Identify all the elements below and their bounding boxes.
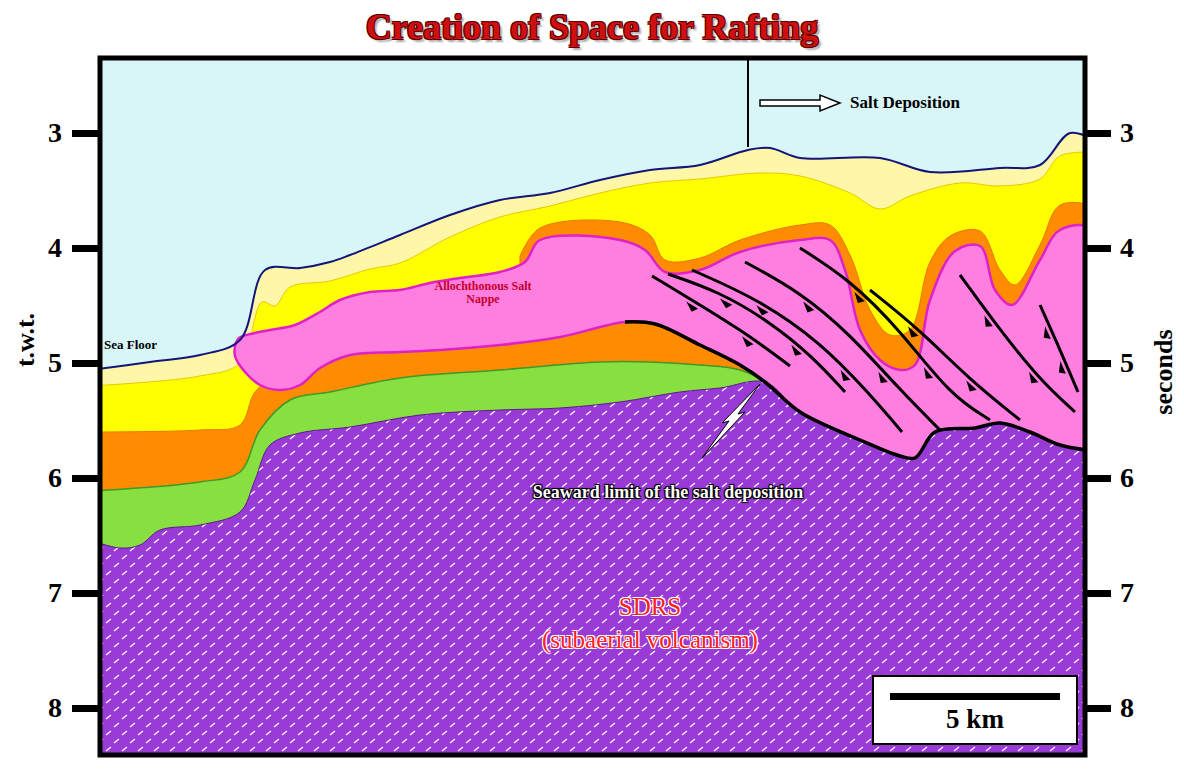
tick-mark [1085, 590, 1111, 597]
tick-label: 7 [1120, 578, 1134, 609]
fault-arrow [962, 380, 976, 394]
tick-label: 3 [1120, 118, 1134, 149]
tick-mark [72, 130, 100, 137]
frame [100, 58, 1085, 755]
fault-arrow [1055, 361, 1066, 376]
fault-arrow [717, 298, 732, 310]
fault-arrow [874, 372, 888, 386]
annotation: Salt Deposition [850, 94, 960, 113]
annotation: Sea Floor [104, 338, 157, 352]
scale-bar [890, 693, 1060, 700]
fault-line [652, 276, 790, 366]
title: Creation of Space for Rafting [366, 8, 819, 48]
fault-arrow [980, 315, 993, 330]
scale-box: 5 km [872, 675, 1078, 745]
fault-arrow [787, 345, 802, 359]
unit-label: Allochthonous Salt Nappe [417, 280, 549, 306]
tick-label: 8 [48, 693, 62, 724]
tick-label: 8 [1120, 693, 1134, 724]
fault-arrow [753, 305, 768, 317]
unit-label: (subaerial volcanism) [542, 626, 758, 654]
fault-line [800, 248, 990, 420]
fault-arrow [1025, 372, 1039, 386]
tick-mark [1085, 360, 1111, 367]
tick-mark [72, 590, 100, 597]
tick-label: 6 [1120, 463, 1134, 494]
sea-floor-line [100, 133, 1085, 370]
fault-arrow [800, 302, 815, 315]
tick-label: 3 [48, 118, 62, 149]
section-layers [100, 58, 1085, 755]
green-layer [100, 362, 1085, 755]
fault-line [668, 274, 845, 392]
fault-arrow [836, 370, 850, 384]
fault-arrow [850, 292, 864, 306]
fault-line [1040, 305, 1078, 392]
tick-mark [1085, 130, 1111, 137]
tick-label: 6 [48, 463, 62, 494]
fault-arrow [919, 367, 933, 382]
tick-mark [72, 705, 100, 712]
tick-mark [1085, 475, 1111, 482]
unit-label: SDRS [619, 593, 682, 621]
axis-title: t.w.t. [12, 313, 41, 367]
direction-arrow [760, 95, 840, 111]
fault-arrow [739, 336, 754, 349]
sdrs-volcanics [100, 381, 1085, 755]
tick-label: 7 [48, 578, 62, 609]
tick-label: 4 [48, 233, 62, 264]
fault-arrow [904, 326, 918, 340]
scale-label: 5 km [946, 705, 1004, 735]
tick-label: 5 [1120, 348, 1134, 379]
tick-label: 5 [48, 348, 62, 379]
annotation: Seaward limit of the salt deposition [533, 483, 804, 503]
fault-group [652, 248, 1078, 432]
fault-arrow [1040, 326, 1051, 341]
tick-mark [72, 475, 100, 482]
lightning-pointer [702, 384, 760, 458]
tick-mark [1085, 245, 1111, 252]
tick-mark [72, 245, 100, 252]
pale-yellow-layer [100, 133, 1085, 755]
tick-mark [1085, 705, 1111, 712]
salt-limit-line [747, 58, 749, 147]
axis-title: seconds [1150, 329, 1179, 414]
fault-arrow [683, 301, 698, 313]
fault-line [870, 290, 1020, 420]
tick-mark [72, 360, 100, 367]
tick-label: 4 [1120, 233, 1134, 264]
